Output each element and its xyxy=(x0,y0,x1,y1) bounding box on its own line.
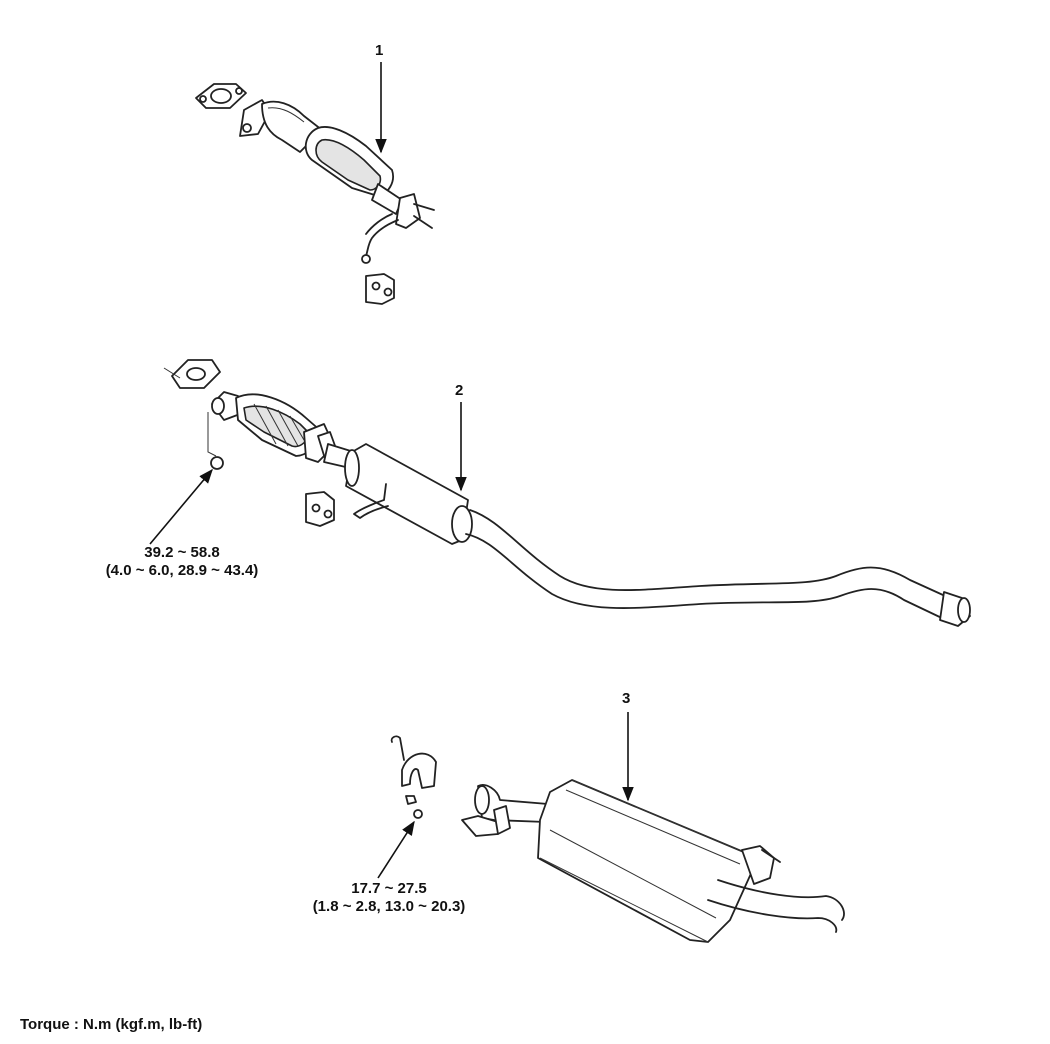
center-tail-pipe xyxy=(465,509,971,627)
part-number-2: 2 xyxy=(455,382,464,399)
torque-spec-1-nm: 39.2 ~ 58.8 xyxy=(144,544,220,561)
torque-spec-2: 17.7 ~ 27.5 (1.8 ~ 2.8, 13.0 ~ 20.3) xyxy=(284,880,494,916)
torque-spec-2-alt: (1.8 ~ 2.8, 13.0 ~ 20.3) xyxy=(312,898,466,915)
center-muffler-assembly xyxy=(149,359,971,627)
part-number-3: 3 xyxy=(622,690,631,707)
torque-spec-1: 39.2 ~ 58.8 (4.0 ~ 6.0, 28.9 ~ 43.4) xyxy=(82,544,282,580)
warm-up-converter xyxy=(211,391,339,463)
torque-spec-1-alt: (4.0 ~ 6.0, 28.9 ~ 43.4) xyxy=(105,562,259,579)
front-pipe-assembly xyxy=(195,62,435,305)
center-nut xyxy=(210,456,224,470)
torque-spec-2-nm: 17.7 ~ 27.5 xyxy=(351,880,427,897)
main-muffler-assembly xyxy=(377,712,845,943)
part-number-1: 1 xyxy=(375,42,384,59)
main-muffler-body xyxy=(461,779,845,943)
front-pipe-body xyxy=(239,99,435,264)
torque-unit-footnote: Torque : N.m (kgf.m, lb-ft) xyxy=(20,1016,203,1033)
center-hanger xyxy=(305,491,335,527)
main-muffler-fasteners xyxy=(390,735,437,819)
center-muffler xyxy=(323,443,473,545)
front-pipe-hanger xyxy=(365,273,395,305)
center-gasket xyxy=(171,359,221,389)
torque-1-arrow xyxy=(149,468,213,545)
torque-2-arrow xyxy=(377,820,415,879)
center-leader-line xyxy=(163,367,217,457)
front-pipe-gasket xyxy=(195,83,247,109)
